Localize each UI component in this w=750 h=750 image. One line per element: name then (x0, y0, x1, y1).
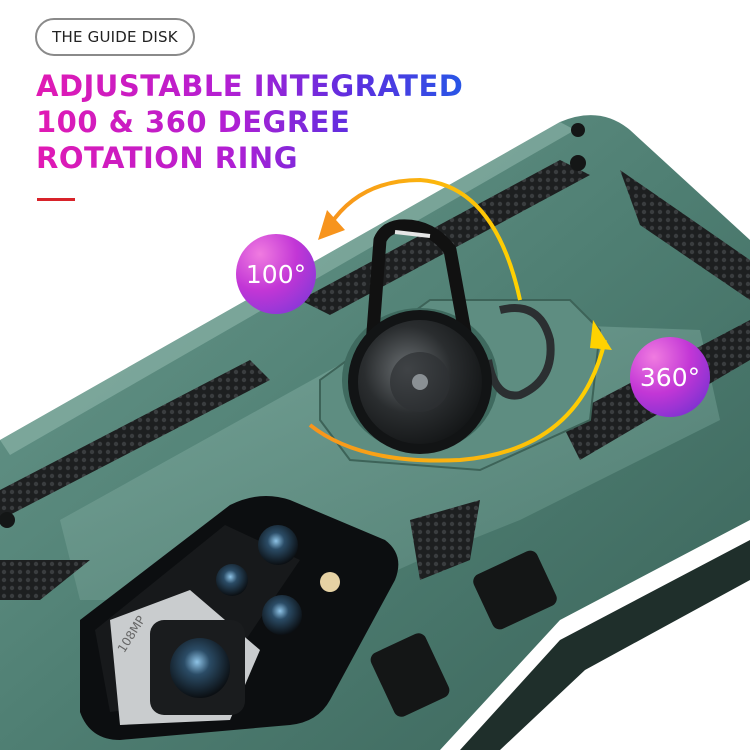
accent-divider (37, 198, 75, 201)
camera-lens (262, 595, 302, 635)
grip-strip (0, 560, 90, 600)
badge-100-degree: 100° (236, 234, 316, 314)
headline: ADJUSTABLE INTEGRATED 100 & 360 DEGREE R… (36, 68, 463, 176)
camera-lens (258, 525, 298, 565)
badge-360-degree: 360° (630, 337, 710, 417)
grip-strip (620, 170, 750, 300)
rotation-arrows (308, 177, 612, 463)
camera-module: 108MP (80, 496, 399, 740)
headline-line-1: ADJUSTABLE INTEGRATED (36, 69, 464, 103)
ring-holder (319, 219, 602, 472)
guide-disk-label: THE GUIDE DISK (35, 18, 195, 56)
grip-strip (410, 500, 480, 580)
headline-line-3: ROTATION RING (36, 141, 298, 175)
camera-lens (216, 564, 248, 596)
camera-flash (320, 572, 340, 592)
grip-strip (0, 360, 270, 520)
headline-line-2: 100 & 360 DEGREE (36, 105, 351, 139)
main-camera-lens (170, 638, 230, 698)
